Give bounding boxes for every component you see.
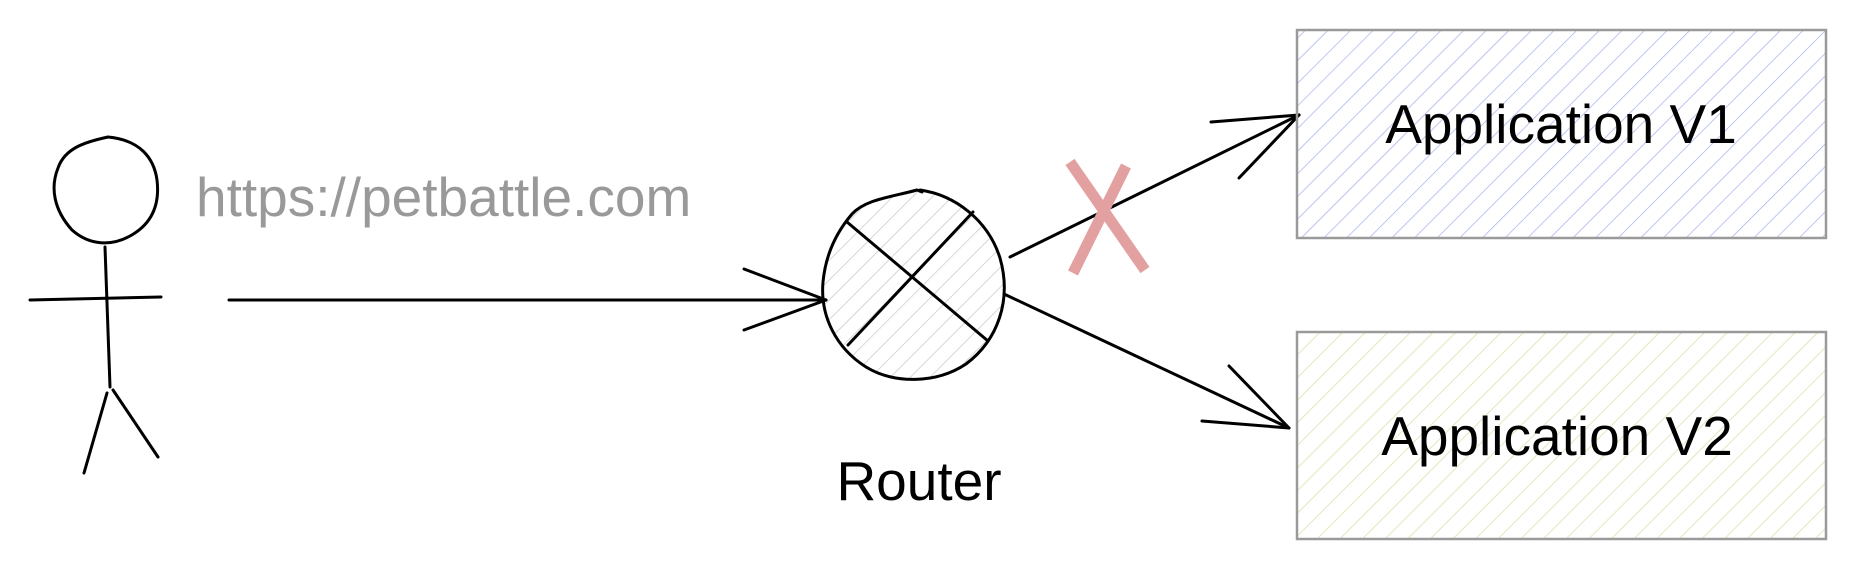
application-v2-label: Application V2 bbox=[1381, 405, 1733, 467]
application-v1-label: Application V1 bbox=[1385, 93, 1737, 155]
router-cross-icon bbox=[821, 188, 1006, 381]
request-arrow bbox=[227, 267, 828, 332]
route-arrow-v1 bbox=[1008, 113, 1301, 259]
route-arrow-v2 bbox=[1002, 292, 1291, 430]
user-stick-figure-icon bbox=[28, 135, 163, 475]
router-label: Router bbox=[836, 450, 1001, 512]
url-label: https://petbattle.com bbox=[196, 166, 691, 228]
application-v1-box: Application V1 bbox=[1295, 28, 1828, 240]
blocked-x-icon bbox=[1065, 158, 1150, 276]
application-v2-box: Application V2 bbox=[1295, 330, 1828, 541]
